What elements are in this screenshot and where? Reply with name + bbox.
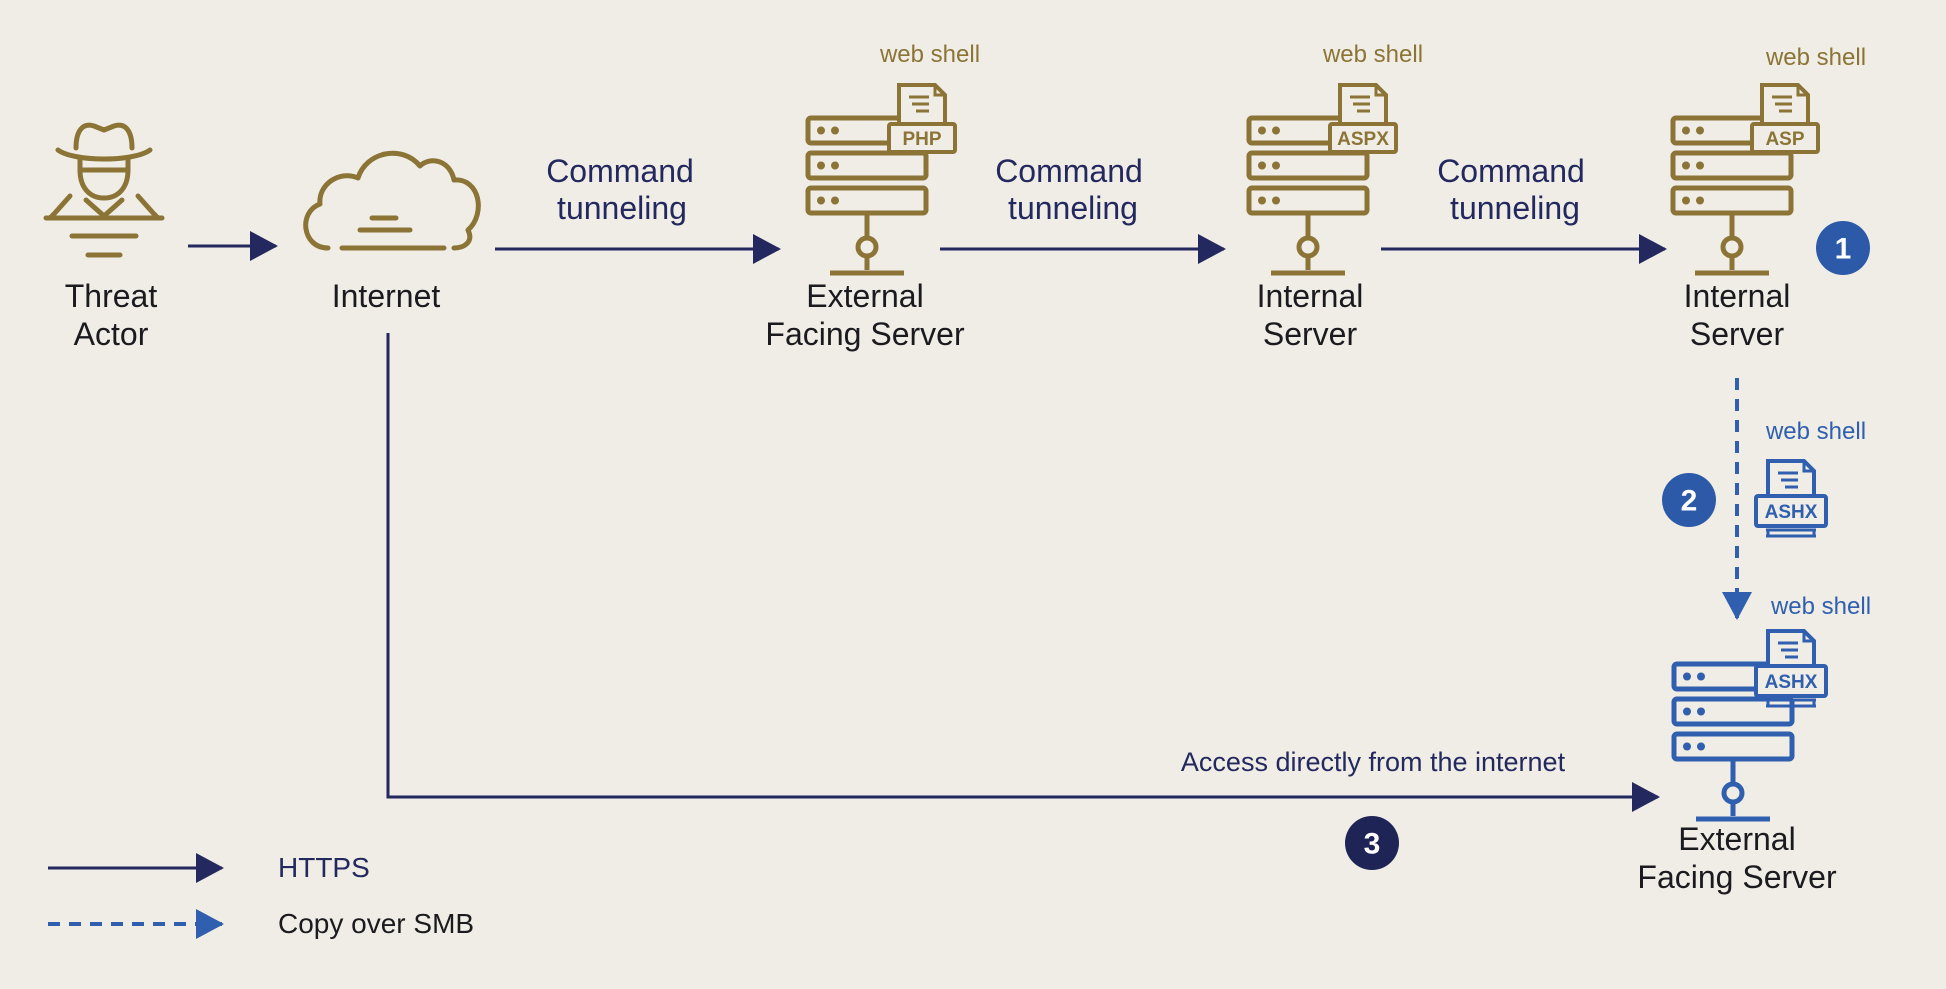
document-icon: PHP xyxy=(887,83,957,154)
document-icon: ASP xyxy=(1750,83,1820,154)
cloud-icon xyxy=(303,150,481,251)
tunnel-label-line1: Command xyxy=(995,153,1143,189)
tunnel-label-line2: tunneling xyxy=(557,190,687,226)
external-server-label-line1: External xyxy=(806,278,923,314)
document-icon: ASPX xyxy=(1328,83,1398,154)
tunnel-label-line2: tunneling xyxy=(1450,190,1580,226)
tunnel-label-line1: Command xyxy=(546,153,694,189)
web-shell-label: web shell xyxy=(1322,41,1423,68)
web-shell-label: web shell xyxy=(879,41,980,68)
ashx-file-label: ASHX xyxy=(1765,672,1818,693)
document-icon: ASHX xyxy=(1754,459,1828,538)
legend: HTTPS Copy over SMB xyxy=(48,852,474,939)
internal-server-label-line1: Internal xyxy=(1257,278,1364,314)
external-server-label-line2: Facing Server xyxy=(765,316,965,352)
step-badge-1: 1 xyxy=(1816,221,1870,275)
tunnel-label-line2: tunneling xyxy=(1008,190,1138,226)
threat-actor-label-line2: Actor xyxy=(74,316,149,352)
step-number: 3 xyxy=(1364,828,1381,861)
legend-smb-label: Copy over SMB xyxy=(278,908,474,939)
web-shell-label: web shell xyxy=(1765,418,1866,445)
step-number: 1 xyxy=(1835,233,1852,266)
step-badge-3: 3 xyxy=(1345,816,1399,870)
direct-access-label: Access directly from the internet xyxy=(1181,747,1566,777)
external-server-2-label-line2: Facing Server xyxy=(1637,859,1837,895)
step-badge-2: 2 xyxy=(1662,473,1716,527)
internal-server-label-line2: Server xyxy=(1263,316,1358,352)
tunnel-label-line1: Command xyxy=(1437,153,1585,189)
https-arrow xyxy=(386,333,1660,812)
internet-label: Internet xyxy=(332,278,441,314)
web-shell-label: web shell xyxy=(1765,44,1866,71)
spy-icon xyxy=(43,122,165,258)
php-file-label: PHP xyxy=(902,129,941,150)
document-icon: ASHX xyxy=(1754,629,1828,708)
internal-server-2-label-line2: Server xyxy=(1690,316,1785,352)
step-number: 2 xyxy=(1681,485,1698,518)
external-server-2-label-line1: External xyxy=(1678,821,1795,857)
asp-file-label: ASP xyxy=(1765,129,1804,150)
aspx-file-label: ASPX xyxy=(1337,129,1389,150)
web-shell-label: web shell xyxy=(1770,593,1871,620)
internal-server-2-label-line1: Internal xyxy=(1684,278,1791,314)
legend-https-label: HTTPS xyxy=(278,852,370,883)
ashx-file-label: ASHX xyxy=(1765,502,1818,523)
threat-actor-label-line1: Threat xyxy=(65,278,158,314)
